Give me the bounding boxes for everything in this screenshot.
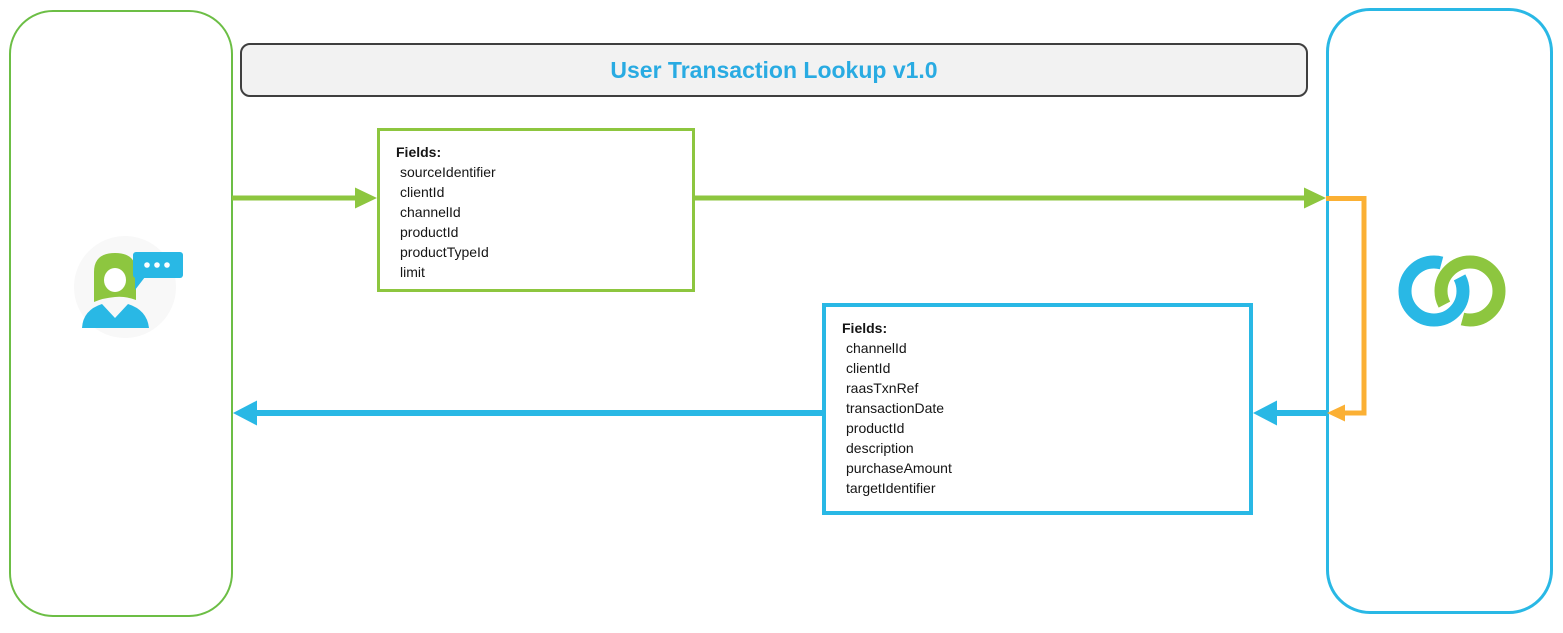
- request-field-item: productId: [400, 224, 459, 240]
- response-fields-header: Fields:: [842, 320, 888, 336]
- title-bar: User Transaction Lookup v1.0: [240, 43, 1308, 97]
- request-fields-box: Fields: sourceIdentifier clientId channe…: [377, 128, 695, 292]
- response-field-item: transactionDate: [846, 400, 945, 416]
- response-field-item: purchaseAmount: [846, 460, 952, 476]
- interlocking-rings-logo: [1398, 255, 1506, 327]
- response-field-item: channelId: [846, 340, 907, 356]
- request-fields-header: Fields:: [396, 144, 442, 160]
- response-fields-list: channelId clientId raasTxnRef transactio…: [842, 338, 1233, 498]
- request-field-item: clientId: [400, 184, 445, 200]
- request-arrow-left-segment: [232, 187, 377, 209]
- response-arrow-right-segment: [1253, 400, 1326, 426]
- request-field-item: sourceIdentifier: [400, 164, 496, 180]
- service-loop-connector: [1326, 196, 1367, 422]
- response-field-item: clientId: [846, 360, 891, 376]
- request-arrow-right-segment: [695, 187, 1326, 209]
- request-fields-list: sourceIdentifier clientId channelId prod…: [396, 162, 676, 282]
- response-fields-box: Fields: channelId clientId raasTxnRef tr…: [822, 303, 1253, 515]
- response-field-item: targetIdentifier: [846, 480, 936, 496]
- response-field-item: raasTxnRef: [846, 380, 919, 396]
- request-field-item: limit: [400, 264, 425, 280]
- diagram-title: User Transaction Lookup v1.0: [610, 56, 938, 83]
- response-arrow-left-segment: [233, 400, 822, 426]
- request-field-item: productTypeId: [400, 244, 489, 260]
- speech-bubble-icon: [133, 252, 183, 290]
- request-field-item: channelId: [400, 204, 461, 220]
- user-with-speech-bubble-icon: [74, 236, 183, 338]
- response-field-item: productId: [846, 420, 905, 436]
- response-field-item: description: [846, 440, 914, 456]
